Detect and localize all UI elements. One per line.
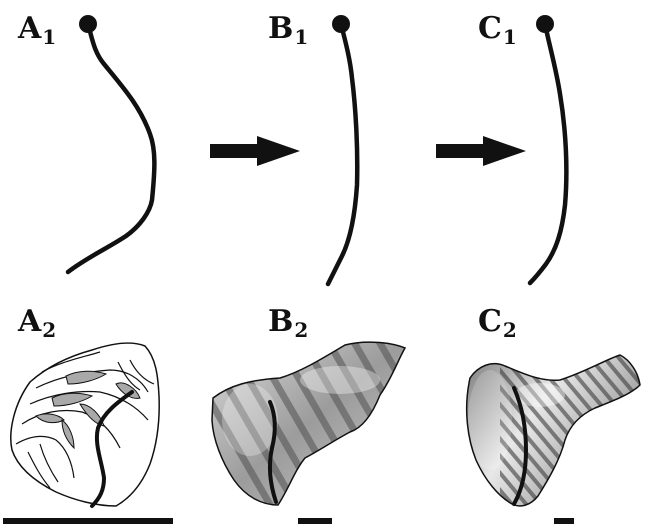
specimen-photo-c2 (467, 340, 650, 520)
specimen-photo-b2 (200, 330, 420, 520)
specimen-drawing-a2 (11, 343, 159, 506)
curve-c1 (530, 15, 566, 283)
curve-a1 (68, 15, 154, 272)
curve-b1 (328, 15, 357, 284)
right-arrow-icon (436, 136, 526, 166)
scale-bar (298, 518, 332, 524)
scale-bar (554, 518, 574, 524)
right-arrow-icon (210, 136, 300, 166)
scale-bar (3, 518, 173, 524)
